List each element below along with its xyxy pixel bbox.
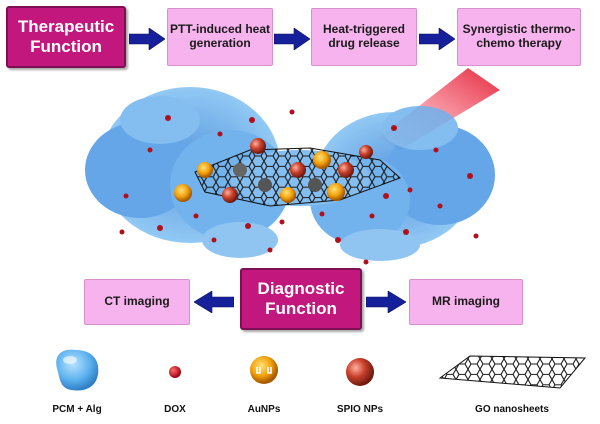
legend-pcm-label: PCM + Alg [52,404,102,415]
legend-go-icon [438,355,587,389]
legend-go-label: GO nanosheets [475,404,549,415]
legend-aunps-label: AuNPs [247,404,281,415]
ct-imaging-label: CT imaging [104,294,170,309]
heat-drug-release-label: Heat-triggered drug release [322,22,405,50]
dox-molecules [119,109,479,265]
heat-drug-release-box: Heat-triggered drug release [311,8,417,66]
legend-pcm-icon [56,349,99,391]
arrow-right-2 [274,28,310,50]
legend-dox-label: DOX [164,404,186,415]
diagnostic-function-label: Diagnostic Function [257,279,345,318]
nanoparticles-on-sheet [174,138,373,203]
therapeutic-function-label: Therapeutic Function [17,17,115,56]
thermo-chemo-therapy-box: Synergistic thermo-chemo therapy [457,8,581,66]
legend-dox-icon [169,366,181,378]
arrow-right-1 [129,28,165,50]
ptt-heat-generation-box: PTT-induced heat generation [167,8,273,66]
legend-spio-label: SPIO NPs [336,404,384,415]
legend-spio-icon [346,358,374,386]
mr-imaging-label: MR imaging [432,294,500,309]
arrow-right-mr [366,291,406,313]
arrow-right-3 [419,28,455,50]
therapeutic-function-box: Therapeutic Function [6,6,126,68]
thermo-chemo-therapy-label: Synergistic thermo-chemo therapy [462,22,576,50]
arrow-left-ct [194,291,234,313]
diagnostic-function-box: Diagnostic Function [240,268,362,330]
ct-imaging-box: CT imaging [84,279,190,325]
legend-aunps-icon [250,356,278,384]
ptt-heat-generation-label: PTT-induced heat generation [169,22,270,50]
mr-imaging-box: MR imaging [409,279,523,325]
